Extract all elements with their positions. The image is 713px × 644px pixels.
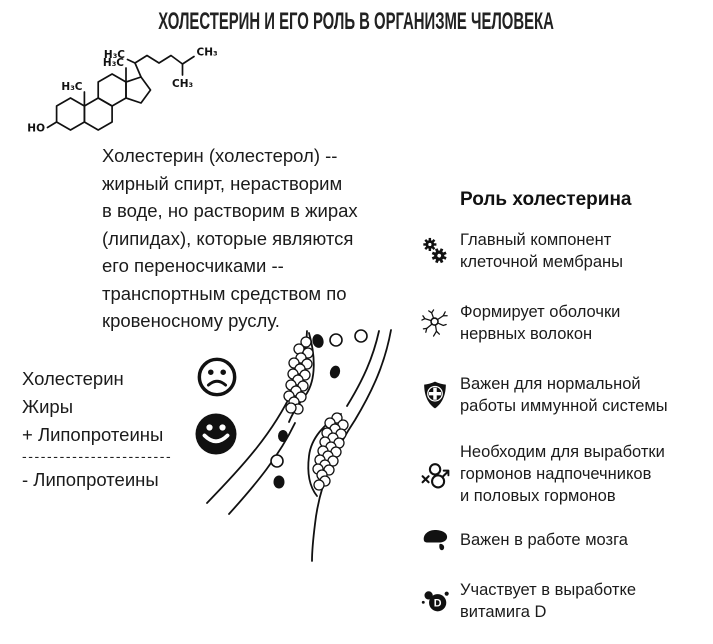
h3c-label: H₃C: [104, 49, 125, 61]
role-text: Формирует оболочки нервных волокон: [460, 303, 621, 343]
plaque-bubbles: [283, 336, 349, 491]
page-title-row: ХОЛЕСТЕРИН И ЕГО РОЛЬ В ОРГАНИЗМЕ ЧЕЛОВЕ…: [0, 8, 713, 36]
role-text: Участвует в выработке витамига D: [460, 581, 637, 621]
sad-face-icon: [197, 357, 237, 397]
formula-labels: HO H₃C H₃C H₃C CH₃ CH₃: [27, 47, 218, 135]
ch3-label: CH₃: [197, 47, 218, 59]
shield-cross-icon: [412, 380, 458, 410]
blood-cells: [270, 329, 368, 489]
cholesterol-structure: HO H₃C H₃C H₃C CH₃ CH₃: [27, 47, 218, 135]
formula-result: - Липопротеины: [22, 469, 159, 490]
brain-icon: [412, 527, 458, 553]
role-item-nerves: Формирует оболочки нервных волокон: [412, 301, 620, 345]
formula-line: + Липопротеины: [22, 424, 164, 445]
lipoprotein-formula: Холестерин Жиры + Липопротеины ---------…: [22, 365, 172, 494]
vitamin-d-letter: D: [433, 598, 441, 610]
gender-symbols-icon: [412, 459, 458, 490]
role-item-hormones: Необходим для выработки гормонов надпоче…: [412, 441, 665, 507]
h3c-label: H₃C: [61, 81, 82, 93]
ho-label: HO: [27, 123, 45, 135]
roles-heading: Роль холестерина: [460, 189, 632, 210]
role-item-membrane: Главный компонент клеточной мембраны: [412, 229, 623, 273]
neuron-icon: [412, 308, 458, 339]
formula-line: Холестерин: [22, 368, 124, 389]
page-title: ХОЛЕСТЕРИН И ЕГО РОЛЬ В ОРГАНИЗМЕ ЧЕЛОВЕ…: [158, 8, 555, 35]
steroid-rings: [46, 54, 195, 131]
role-text: Важен в работе мозга: [460, 531, 628, 549]
artery-illustration: [206, 329, 392, 562]
dashed-divider: ------------------------: [22, 448, 173, 464]
role-text: Важен для нормальной работы иммунной сис…: [460, 375, 668, 415]
ch3-label: CH₃: [172, 78, 193, 90]
formula-line: Жиры: [22, 396, 74, 417]
description-paragraph: Холестерин (холестерол) -- жирный спирт,…: [102, 145, 358, 331]
role-item-immune: Важен для нормальной работы иммунной сис…: [412, 373, 668, 417]
happy-face-icon: [195, 413, 237, 455]
role-item-brain: Важен в работе мозга: [412, 527, 628, 553]
h3c-label: H₃C: [103, 57, 124, 69]
role-text: Необходим для выработки гормонов надпоче…: [460, 443, 665, 505]
gears-icon: [412, 237, 458, 265]
vitamin-d-icon: D: [412, 587, 458, 615]
role-text: Главный компонент клеточной мембраны: [460, 231, 623, 271]
role-item-vitamin-d: D Участвует в выработке витамига D: [412, 579, 636, 623]
